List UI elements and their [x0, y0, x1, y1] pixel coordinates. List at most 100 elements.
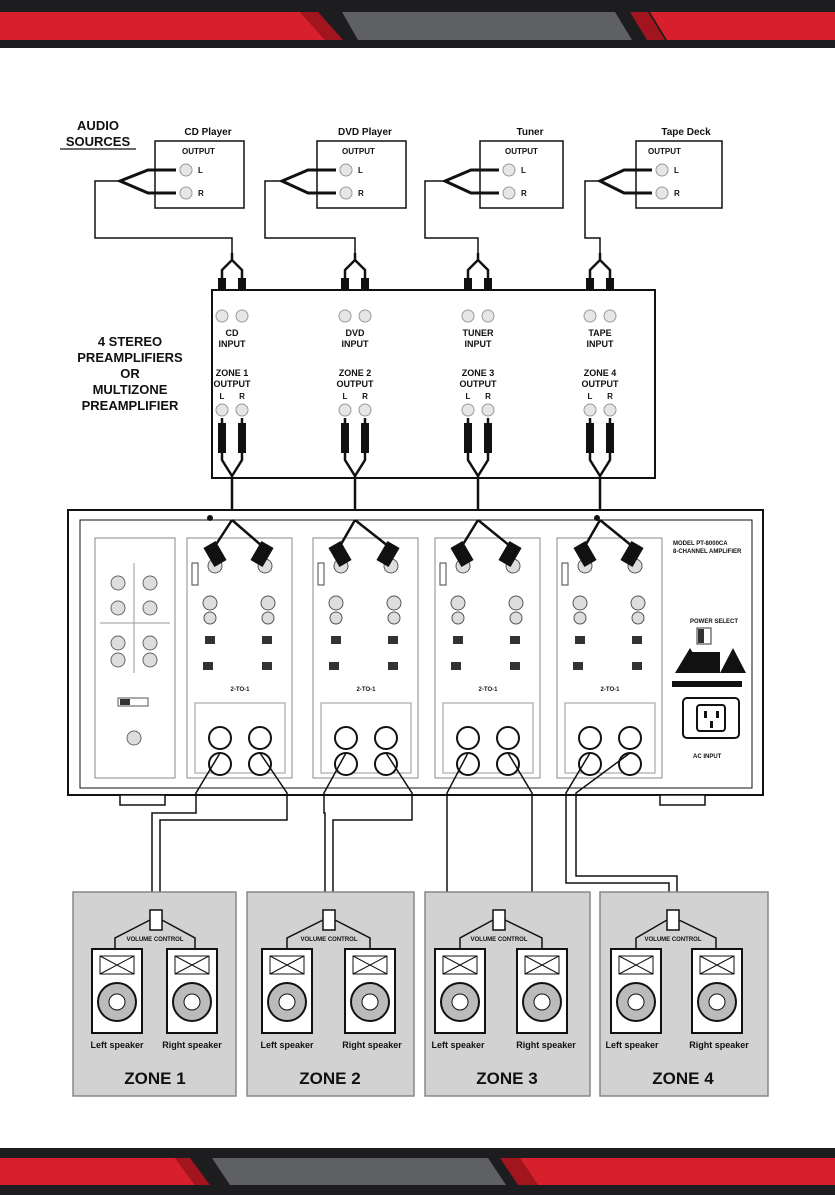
- svg-text:OUTPUT: OUTPUT: [505, 147, 538, 156]
- svg-text:L: L: [220, 392, 225, 401]
- svg-text:Left speaker: Left speaker: [90, 1040, 144, 1050]
- amp-module-4: 2-TO-1: [556, 537, 663, 779]
- svg-text:ZONE 1: ZONE 1: [216, 368, 249, 378]
- svg-text:L: L: [343, 392, 348, 401]
- svg-text:Left speaker: Left speaker: [260, 1040, 314, 1050]
- svg-text:8-CHANNEL AMPLIFIER: 8-CHANNEL AMPLIFIER: [673, 549, 742, 555]
- amp-module-1: 2-TO-1: [186, 537, 293, 779]
- zone-1: VOLUME CONTROL Left speaker Right speake…: [72, 891, 237, 1097]
- source-device-dvd: DVD Player OUTPUT L R: [264, 127, 407, 256]
- svg-text:OUTPUT: OUTPUT: [182, 147, 215, 156]
- volume-control-knob: [492, 909, 506, 931]
- svg-text:2-TO-1: 2-TO-1: [357, 687, 377, 693]
- svg-text:L: L: [198, 166, 203, 175]
- svg-text:CD: CD: [226, 328, 239, 338]
- svg-text:Right speaker: Right speaker: [162, 1040, 222, 1050]
- svg-text:R: R: [674, 189, 680, 198]
- svg-text:VOLUME CONTROL: VOLUME CONTROL: [471, 937, 528, 943]
- svg-text:R: R: [607, 392, 613, 401]
- svg-text:2-TO-1: 2-TO-1: [601, 687, 621, 693]
- svg-text:PREAMPLIFIERS: PREAMPLIFIERS: [77, 350, 183, 365]
- amplifier-channel-modules: 2-TO-1 2-TO-1 2-TO-1: [186, 537, 663, 779]
- preamp-channels: CD INPUT DVD INPUT TUNER INPUT TAPE INPU…: [214, 309, 620, 417]
- source-device-tuner: Tuner OUTPUT L R: [424, 127, 564, 256]
- device-label: Tuner: [516, 127, 543, 138]
- amp-module-3: 2-TO-1: [434, 537, 541, 779]
- volume-control-knob: [149, 909, 163, 931]
- zone-2: VOLUME CONTROL Left speaker Right speake…: [246, 891, 415, 1097]
- svg-text:OUTPUT: OUTPUT: [460, 379, 498, 389]
- header-red-right: [650, 12, 835, 40]
- svg-text:Right speaker: Right speaker: [689, 1040, 749, 1050]
- svg-text:R: R: [521, 189, 527, 198]
- svg-text:OUTPUT: OUTPUT: [214, 379, 252, 389]
- svg-text:OUTPUT: OUTPUT: [337, 379, 375, 389]
- footer-red-left: [0, 1158, 195, 1185]
- svg-text:OR: OR: [120, 366, 140, 381]
- svg-text:R: R: [239, 392, 245, 401]
- zone-name: ZONE 3: [476, 1069, 537, 1088]
- svg-text:L: L: [358, 166, 363, 175]
- svg-text:ZONE 2: ZONE 2: [339, 368, 372, 378]
- footer-grey-center: [212, 1158, 506, 1185]
- volume-control-knob: [322, 909, 336, 931]
- svg-text:TUNER: TUNER: [463, 328, 494, 338]
- svg-text:OUTPUT: OUTPUT: [582, 379, 620, 389]
- svg-text:2-TO-1: 2-TO-1: [479, 687, 499, 693]
- svg-text:OUTPUT: OUTPUT: [342, 147, 375, 156]
- zone-name: ZONE 1: [124, 1069, 185, 1088]
- svg-text:Right speaker: Right speaker: [342, 1040, 402, 1050]
- audio-sources-line2: SOURCES: [66, 134, 131, 149]
- svg-text:POWER SELECT: POWER SELECT: [690, 619, 738, 625]
- volume-control-knob: [666, 909, 680, 931]
- svg-text:Left speaker: Left speaker: [431, 1040, 485, 1050]
- footer-red-right: [520, 1158, 835, 1185]
- svg-text:MULTIZONE: MULTIZONE: [93, 382, 168, 397]
- svg-text:R: R: [358, 189, 364, 198]
- header-red-left: [0, 12, 325, 40]
- svg-text:DVD: DVD: [345, 328, 365, 338]
- svg-text:VOLUME CONTROL: VOLUME CONTROL: [301, 937, 358, 943]
- wiring-diagram: AUDIO SOURCES CD Player OUTPUT L R DVD P…: [60, 118, 769, 1097]
- svg-text:INPUT: INPUT: [219, 339, 247, 349]
- input-plugs: [220, 253, 612, 293]
- svg-text:INPUT: INPUT: [342, 339, 370, 349]
- header-band: [0, 0, 835, 48]
- svg-text:L: L: [521, 166, 526, 175]
- svg-text:PREAMPLIFIER: PREAMPLIFIER: [82, 398, 179, 413]
- svg-text:MODEL PT-8000CA: MODEL PT-8000CA: [673, 541, 728, 547]
- svg-text:AC INPUT: AC INPUT: [693, 754, 722, 760]
- source-device-tape: Tape Deck OUTPUT L R: [584, 127, 723, 256]
- device-label: CD Player: [184, 127, 231, 138]
- preamplifier-box: [211, 289, 656, 479]
- zones: VOLUME CONTROL Left speaker Right speake…: [72, 891, 769, 1097]
- svg-text:TAPE: TAPE: [588, 328, 611, 338]
- audio-sources-line1: AUDIO: [77, 118, 119, 133]
- svg-text:ZONE 4: ZONE 4: [584, 368, 617, 378]
- amp-module-2: 2-TO-1: [312, 537, 419, 779]
- svg-text:Left speaker: Left speaker: [605, 1040, 659, 1050]
- zone-3: VOLUME CONTROL Left speaker Right speake…: [424, 891, 591, 1097]
- svg-text:L: L: [466, 392, 471, 401]
- zone-name: ZONE 4: [652, 1069, 714, 1088]
- amp-input-plugs: [213, 519, 633, 547]
- source-devices: CD Player OUTPUT L R DVD Player OUTPUT L…: [94, 127, 723, 256]
- device-label: Tape Deck: [661, 127, 711, 138]
- source-device-cd: CD Player OUTPUT L R: [94, 127, 245, 256]
- audio-sources-heading: AUDIO SOURCES: [60, 118, 136, 150]
- zone-name: ZONE 2: [299, 1069, 360, 1088]
- svg-text:ZONE 3: ZONE 3: [462, 368, 495, 378]
- svg-text:4 STEREO: 4 STEREO: [98, 334, 162, 349]
- svg-text:R: R: [362, 392, 368, 401]
- svg-text:R: R: [198, 189, 204, 198]
- svg-text:VOLUME CONTROL: VOLUME CONTROL: [127, 937, 184, 943]
- svg-text:INPUT: INPUT: [587, 339, 615, 349]
- device-label: DVD Player: [338, 127, 392, 138]
- svg-text:VOLUME CONTROL: VOLUME CONTROL: [645, 937, 702, 943]
- svg-text:OUTPUT: OUTPUT: [648, 147, 681, 156]
- preamplifier-caption: 4 STEREO PREAMPLIFIERS OR MULTIZONE PREA…: [77, 334, 183, 413]
- svg-text:L: L: [674, 166, 679, 175]
- header-grey-center: [342, 12, 632, 40]
- svg-text:R: R: [485, 392, 491, 401]
- svg-text:Right speaker: Right speaker: [516, 1040, 576, 1050]
